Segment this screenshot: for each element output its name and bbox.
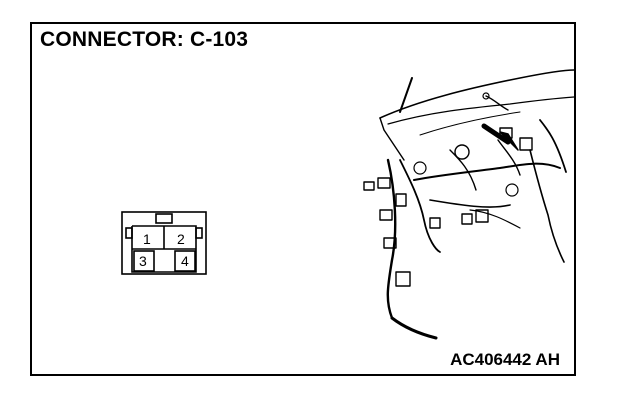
connector-housing [121,211,207,275]
connector-lock-tab [155,213,173,224]
main-harness [386,158,397,320]
wire-top [399,77,413,113]
pin-cell-4 [174,250,196,272]
pin-label-1: 1 [143,231,151,247]
pin-cell-3 [133,250,155,272]
connector-title: CONNECTOR: C-103 [40,28,249,51]
harness-tail [390,316,438,340]
pin-label-4: 4 [181,253,189,269]
diagram-frame: CONNECTOR: C-103 AC406442 AH [30,22,576,376]
connector-cavity [131,225,197,273]
connector-notch-right [195,227,203,239]
figure-code: AC406442 AH [450,350,560,369]
connector-notch-left [125,227,133,239]
pin-label-2: 2 [177,231,185,247]
pin-label-3: 3 [139,253,147,269]
dashboard-top-edge [379,69,575,119]
pointer-arrow [481,123,511,145]
